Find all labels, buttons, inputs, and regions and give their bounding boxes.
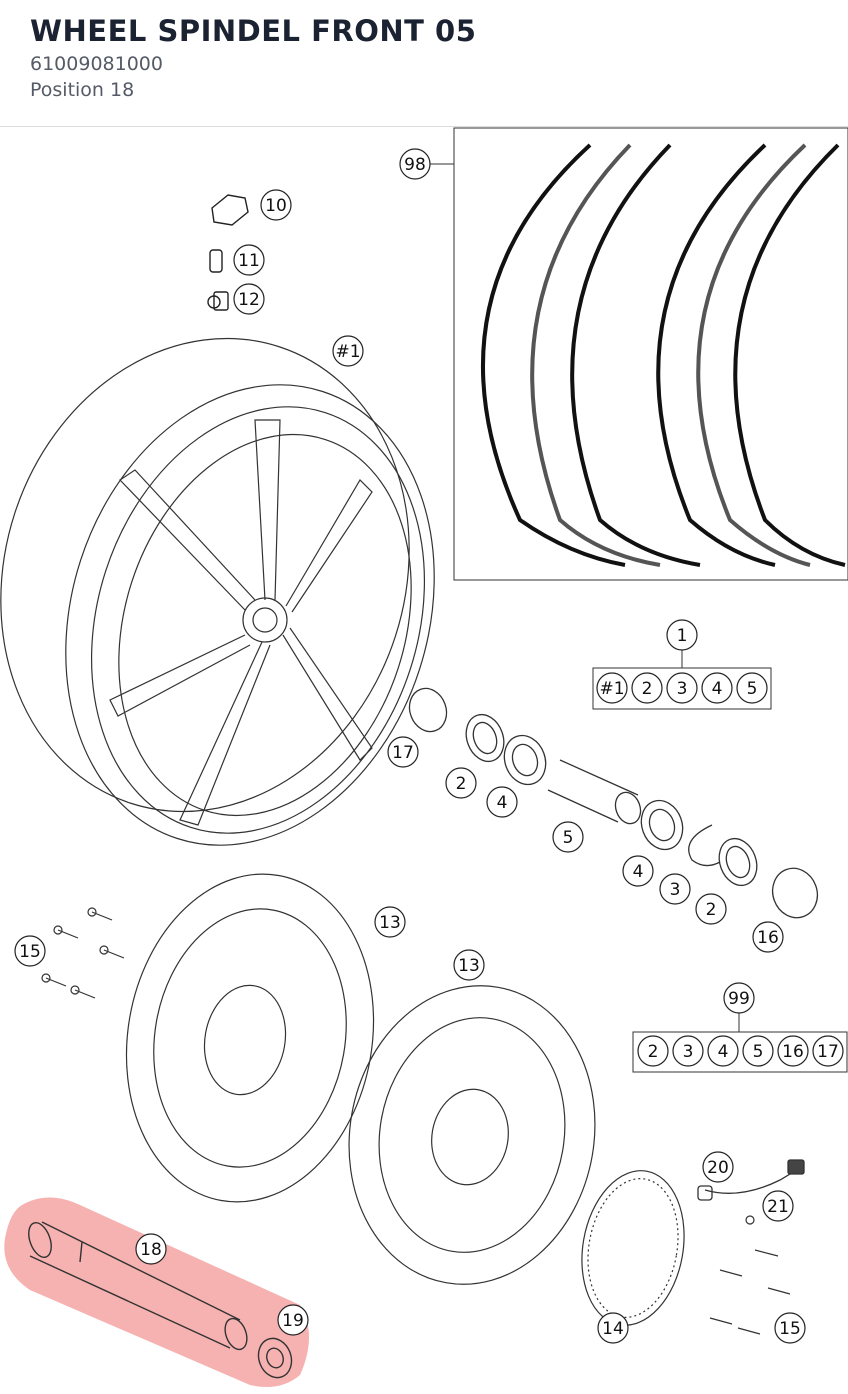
kit-99-item-5[interactable]: 5 bbox=[742, 1035, 774, 1067]
brake-disc-left bbox=[125, 873, 375, 1203]
svg-text:10: 10 bbox=[265, 196, 287, 216]
rim-stripes-box bbox=[453, 127, 848, 581]
svg-text:20: 20 bbox=[707, 1158, 729, 1178]
callout-16[interactable]: 16 bbox=[752, 921, 784, 953]
sensor-bracket-icon bbox=[207, 194, 249, 311]
svg-text:16: 16 bbox=[757, 928, 779, 948]
callout-21[interactable]: 21 bbox=[762, 1190, 794, 1222]
callout-hash1[interactable]: #1 bbox=[332, 335, 364, 367]
svg-text:5: 5 bbox=[753, 1042, 764, 1062]
kit-1-item-2[interactable]: 2 bbox=[631, 672, 663, 704]
svg-text:1: 1 bbox=[677, 626, 688, 646]
svg-text:4: 4 bbox=[497, 793, 508, 813]
wheel-spindle-part[interactable] bbox=[24, 1220, 250, 1353]
callout-98[interactable]: 98 bbox=[399, 148, 431, 180]
svg-text:17: 17 bbox=[817, 1042, 839, 1062]
disc-bolts-left bbox=[41, 907, 125, 999]
kit-99-item-17[interactable]: 17 bbox=[812, 1035, 844, 1067]
kit-99-item-3[interactable]: 3 bbox=[672, 1035, 704, 1067]
spindle-nut-part[interactable] bbox=[253, 1334, 297, 1383]
callout-4[interactable]: 4 bbox=[486, 786, 518, 818]
callout-13[interactable]: 13 bbox=[374, 906, 406, 938]
callout-20[interactable]: 20 bbox=[702, 1151, 734, 1183]
abs-sensor-cable bbox=[697, 1159, 805, 1201]
page-header: WHEEL SPINDEL FRONT 05 61009081000 Posit… bbox=[0, 0, 848, 127]
callout-19[interactable]: 19 bbox=[277, 1304, 309, 1336]
position-label: Position 18 bbox=[30, 79, 135, 101]
svg-text:18: 18 bbox=[140, 1240, 162, 1260]
kit-99-item-16[interactable]: 16 bbox=[777, 1035, 809, 1067]
callout-1[interactable]: 1 bbox=[666, 619, 698, 651]
svg-text:13: 13 bbox=[379, 913, 401, 933]
svg-text:4: 4 bbox=[718, 1042, 729, 1062]
svg-text:3: 3 bbox=[670, 880, 681, 900]
callout-11[interactable]: 11 bbox=[233, 244, 265, 276]
svg-text:3: 3 bbox=[683, 1042, 694, 1062]
svg-text:#1: #1 bbox=[599, 679, 624, 699]
selected-part-highlight[interactable] bbox=[4, 1197, 310, 1388]
svg-text:17: 17 bbox=[392, 743, 414, 763]
svg-text:12: 12 bbox=[238, 290, 260, 310]
callout-13[interactable]: 13 bbox=[453, 949, 485, 981]
callout-4[interactable]: 4 bbox=[622, 855, 654, 887]
svg-text:3: 3 bbox=[677, 679, 688, 699]
leader-lines bbox=[430, 163, 740, 1032]
svg-text:14: 14 bbox=[602, 1319, 624, 1339]
svg-text:5: 5 bbox=[747, 679, 758, 699]
callout-15[interactable]: 15 bbox=[14, 935, 46, 967]
svg-text:2: 2 bbox=[456, 774, 467, 794]
callout-2[interactable]: 2 bbox=[695, 893, 727, 925]
kit-1-item-hash1[interactable]: #1 bbox=[596, 672, 628, 704]
svg-text:16: 16 bbox=[782, 1042, 804, 1062]
svg-text:4: 4 bbox=[712, 679, 723, 699]
exploded-parts-diagram: 98 10 11 12 #1 1 17 2 4 5 4 3 2 16 15 13 13 99 20 21 18 19 14 1… bbox=[0, 127, 848, 1390]
kit-1-item-3[interactable]: 3 bbox=[666, 672, 698, 704]
brake-disc-right bbox=[348, 985, 596, 1285]
callout-3[interactable]: 3 bbox=[659, 873, 691, 905]
callout-12[interactable]: 12 bbox=[233, 283, 265, 315]
callout-18[interactable]: 18 bbox=[135, 1233, 167, 1265]
svg-text:4: 4 bbox=[633, 862, 644, 882]
callout-15[interactable]: 15 bbox=[774, 1312, 806, 1344]
front-wheel-rim bbox=[0, 337, 435, 846]
callout-17[interactable]: 17 bbox=[387, 736, 419, 768]
svg-text:2: 2 bbox=[706, 900, 717, 920]
svg-text:15: 15 bbox=[779, 1319, 801, 1339]
page-title: WHEEL SPINDEL FRONT 05 bbox=[30, 14, 477, 48]
callout-5[interactable]: 5 bbox=[552, 821, 584, 853]
svg-text:15: 15 bbox=[19, 942, 41, 962]
svg-text:19: 19 bbox=[282, 1311, 304, 1331]
svg-text:#1: #1 bbox=[335, 342, 360, 362]
kit-99-box bbox=[632, 1031, 848, 1073]
kit-1-item-5[interactable]: 5 bbox=[736, 672, 768, 704]
svg-text:21: 21 bbox=[767, 1197, 789, 1217]
kit-99-item-4[interactable]: 4 bbox=[707, 1035, 739, 1067]
callout-99[interactable]: 99 bbox=[723, 982, 755, 1014]
sensor-bolts-right bbox=[709, 1215, 791, 1335]
svg-text:2: 2 bbox=[642, 679, 653, 699]
svg-text:2: 2 bbox=[648, 1042, 659, 1062]
callout-2[interactable]: 2 bbox=[445, 767, 477, 799]
bearings-and-spacers bbox=[408, 687, 819, 919]
svg-text:5: 5 bbox=[563, 828, 574, 848]
svg-text:13: 13 bbox=[458, 956, 480, 976]
kit-99-item-2[interactable]: 2 bbox=[637, 1035, 669, 1067]
callout-14[interactable]: 14 bbox=[597, 1312, 629, 1344]
abs-sensor-ring bbox=[581, 1170, 685, 1326]
svg-text:98: 98 bbox=[404, 155, 426, 175]
svg-text:11: 11 bbox=[238, 251, 260, 271]
kit-1-item-4[interactable]: 4 bbox=[701, 672, 733, 704]
svg-text:99: 99 bbox=[728, 989, 750, 1009]
part-number: 61009081000 bbox=[30, 53, 163, 75]
callout-10[interactable]: 10 bbox=[260, 189, 292, 221]
